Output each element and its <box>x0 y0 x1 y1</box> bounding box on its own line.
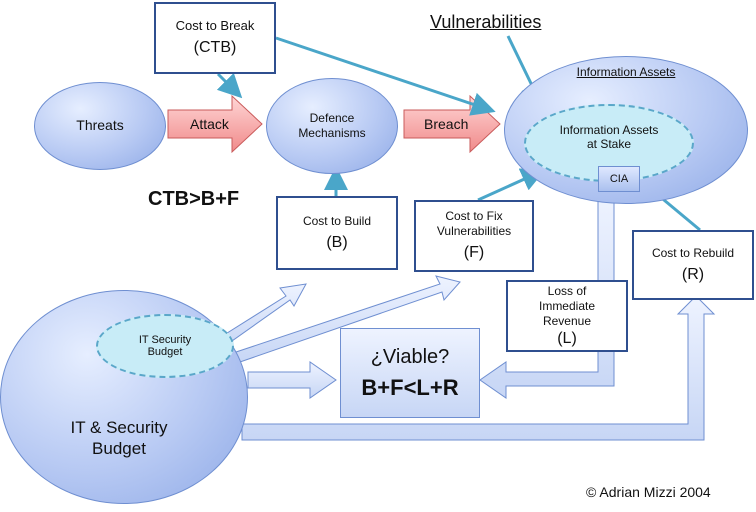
threats-label: Threats <box>76 117 124 134</box>
loss-of-revenue-box: Loss of Immediate Revenue (L) <box>506 280 628 352</box>
assets-at-stake-label: Information Assets at Stake <box>559 123 659 151</box>
viable-formula: B+F<L+R <box>361 374 459 400</box>
it-security-budget-label: IT Security Budget <box>138 334 192 358</box>
budget-to-fix-arrow <box>235 275 461 363</box>
defence-label: Defence Mechanisms <box>298 111 366 140</box>
budget-to-build-arrow <box>215 283 307 349</box>
breach-label: Breach <box>424 116 469 132</box>
vulnerabilities-title: Vulnerabilities <box>430 12 542 32</box>
cost-to-fix-box: Cost to Fix Vulnerabilities (F) <box>414 200 534 272</box>
ctb-label: Cost to Break <box>175 17 255 33</box>
viable-box: ¿Viable? B+F<L+R <box>340 328 480 418</box>
cost-to-break-box: Cost to Break (CTB) <box>154 2 276 74</box>
cost-to-build-box: Cost to Build (B) <box>276 196 398 270</box>
cost-build-symbol: (B) <box>326 233 348 251</box>
cost-fix-label: Cost to Fix Vulnerabilities <box>436 209 512 238</box>
loss-revenue-label: Loss of Immediate Revenue <box>538 283 596 328</box>
it-security-budget-ellipse: IT Security Budget <box>96 314 234 378</box>
viable-question: ¿Viable? <box>370 345 450 368</box>
cost-rebuild-symbol: (R) <box>681 265 705 283</box>
cia-label: CIA <box>609 173 629 185</box>
it-budget-label: IT & Security Budget <box>70 417 168 458</box>
ctb-formula: CTB>B+F <box>148 188 240 210</box>
ctb-symbol: (CTB) <box>193 39 237 57</box>
loss-revenue-symbol: (L) <box>557 329 577 347</box>
threats-ellipse: Threats <box>34 82 166 170</box>
cost-fix-symbol: (F) <box>463 244 485 261</box>
cia-box: CIA <box>598 166 640 192</box>
copyright-text: © Adrian Mizzi 2004 <box>586 484 711 500</box>
attack-arrow <box>167 94 263 154</box>
cost-build-label: Cost to Build <box>302 213 372 228</box>
cost-to-rebuild-box: Cost to Rebuild (R) <box>632 230 754 300</box>
information-assets-label: Information Assets <box>576 65 676 79</box>
cost-rebuild-label: Cost to Rebuild <box>651 245 735 260</box>
defence-mechanisms-ellipse: Defence Mechanisms <box>266 78 398 174</box>
attack-label: Attack <box>190 116 229 132</box>
budget-to-rebuild-arrow <box>241 295 716 441</box>
budget-to-viable-arrow <box>247 361 337 399</box>
